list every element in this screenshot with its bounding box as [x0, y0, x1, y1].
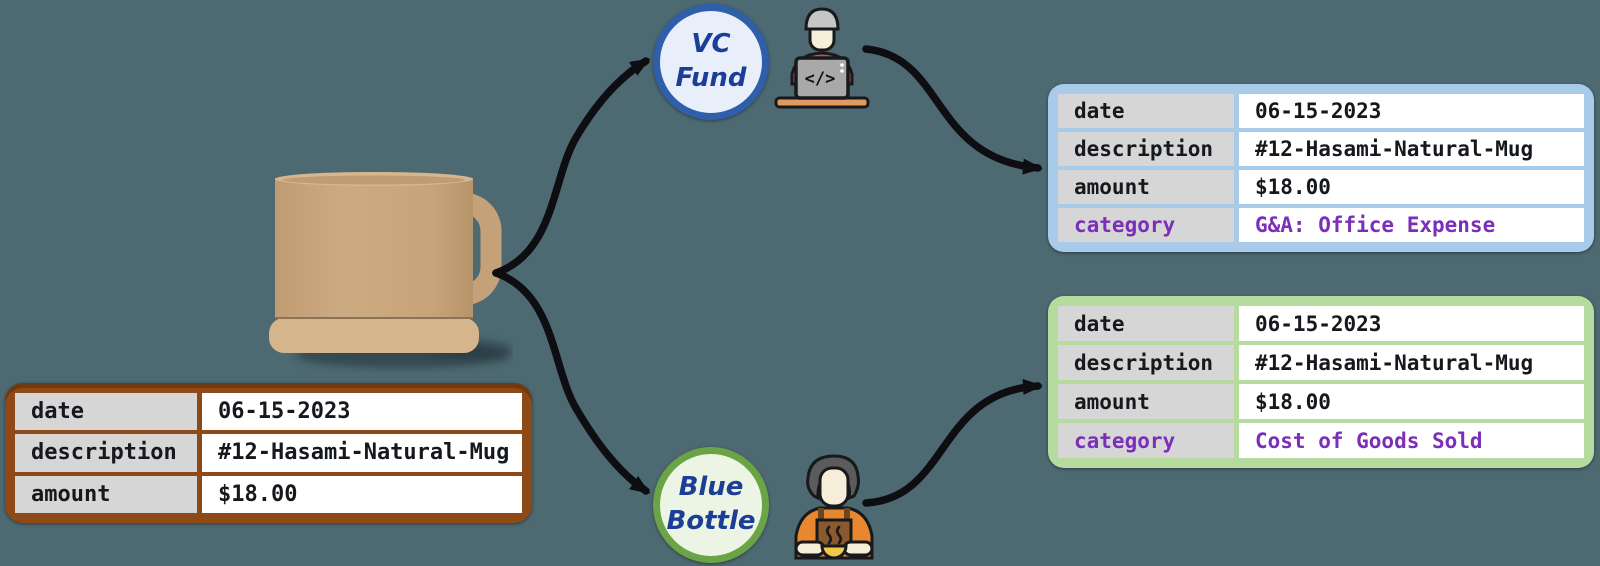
blue-bottle-label-line1: Blue	[678, 472, 744, 503]
field-label: amount	[1058, 170, 1234, 204]
field-label: date	[1058, 306, 1234, 341]
field-value: #12-Hasami-Natural-Mug	[1239, 345, 1584, 380]
field-label: date	[1058, 94, 1234, 128]
table-row: description #12-Hasami-Natural-Mug	[1058, 345, 1584, 380]
field-value: 06-15-2023	[1239, 306, 1584, 341]
table-row: date 06-15-2023	[15, 393, 522, 431]
hasami-mug-photo	[269, 172, 513, 368]
mug-body	[275, 178, 473, 318]
field-value: $18.00	[202, 475, 522, 513]
table-row: date 06-15-2023	[1058, 306, 1584, 341]
table-row: amount $18.00	[1058, 170, 1584, 204]
source-transaction-table: date 06-15-2023 description #12-Hasami-N…	[5, 383, 532, 523]
vc-fund-transaction-table: date 06-15-2023 description #12-Hasami-N…	[1048, 84, 1594, 252]
field-label: amount	[1058, 384, 1234, 419]
category-row: category G&A: Office Expense	[1058, 208, 1584, 242]
field-label: category	[1058, 208, 1234, 242]
mug-base	[269, 318, 479, 353]
field-label: description	[1058, 345, 1234, 380]
table-row: description #12-Hasami-Natural-Mug	[15, 434, 522, 472]
field-label: category	[1058, 423, 1234, 458]
barista-coffee-icon	[794, 454, 874, 560]
category-value: Cost of Goods Sold	[1239, 423, 1584, 458]
field-value: 06-15-2023	[1239, 94, 1584, 128]
vc-fund-label-line1: VC	[691, 29, 731, 60]
table-row: amount $18.00	[1058, 384, 1584, 419]
table-row: description #12-Hasami-Natural-Mug	[1058, 132, 1584, 166]
table-row: amount $18.00	[15, 475, 522, 513]
field-value: $18.00	[1239, 384, 1584, 419]
field-value: 06-15-2023	[202, 393, 522, 431]
field-value: $18.00	[1239, 170, 1584, 204]
field-label: date	[15, 393, 197, 431]
vc-fund-label-line2: Fund	[675, 63, 747, 93]
category-row: category Cost of Goods Sold	[1058, 423, 1584, 458]
table-row: date 06-15-2023	[1058, 94, 1584, 128]
arrow-mug-to-vc-fund	[492, 57, 651, 277]
field-label: description	[1058, 132, 1234, 166]
arrow-bb-to-cogs-table	[862, 378, 1043, 507]
blue-bottle-label-line2: Bottle	[666, 506, 756, 536]
coder-at-laptop-icon: </>	[774, 7, 870, 109]
vc-fund-node: VC Fund	[653, 4, 769, 120]
field-value: #12-Hasami-Natural-Mug	[202, 434, 522, 472]
blue-bottle-node: Blue Bottle	[653, 447, 769, 563]
field-label: amount	[15, 475, 197, 513]
field-label: description	[15, 434, 197, 472]
svg-text:</>: </>	[805, 69, 836, 89]
arrow-vc-to-expense-table	[862, 45, 1043, 175]
category-value: G&A: Office Expense	[1239, 208, 1584, 242]
blue-bottle-transaction-table: date 06-15-2023 description #12-Hasami-N…	[1048, 296, 1594, 468]
field-value: #12-Hasami-Natural-Mug	[1239, 132, 1584, 166]
